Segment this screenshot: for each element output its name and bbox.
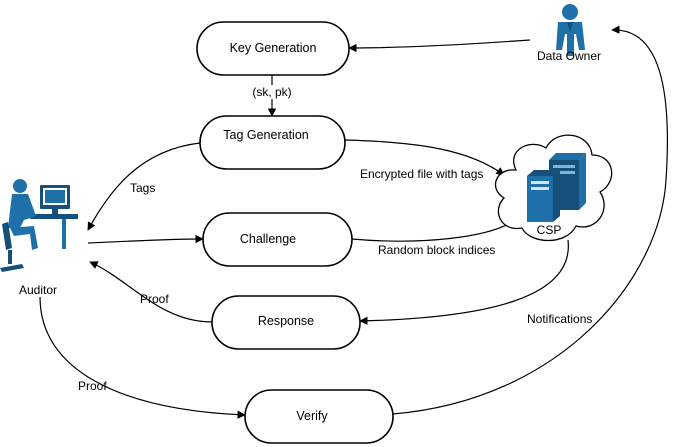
node-challenge-label: Challenge bbox=[240, 232, 296, 246]
edge-label-tags: Tags bbox=[130, 181, 155, 195]
node-key-generation: Key Generation bbox=[196, 21, 350, 76]
person-standing-icon bbox=[556, 4, 585, 56]
node-response-label: Response bbox=[258, 314, 314, 328]
node-verify-label: Verify bbox=[296, 409, 328, 423]
edge-owner-to-keygen bbox=[348, 39, 531, 53]
node-key-generation-label: Key Generation bbox=[230, 41, 317, 55]
edge-taggen-to-auditor bbox=[87, 142, 201, 231]
node-response: Response bbox=[211, 295, 361, 350]
node-challenge: Challenge bbox=[202, 212, 353, 267]
actor-csp-label: CSP bbox=[537, 223, 562, 237]
edge-taggen-to-csp bbox=[344, 139, 505, 176]
edge-label-proof-response: Proof bbox=[140, 292, 169, 306]
edge-auditor-to-challenge bbox=[87, 234, 204, 244]
edge-label-random-indices: Random block indices bbox=[378, 243, 495, 257]
edge-csp-to-response bbox=[359, 239, 569, 326]
edge-challenge-to-csp bbox=[351, 219, 516, 242]
edge-label-encrypted-file: Encrypted file with tags bbox=[360, 167, 483, 181]
cloud-server-icon bbox=[494, 134, 613, 241]
actor-data-owner-label: Data Owner bbox=[537, 49, 601, 63]
edge-label-keys: (sk, pk) bbox=[252, 85, 291, 99]
edge-verify-to-owner bbox=[392, 25, 668, 415]
edge-auditor-to-verify bbox=[39, 296, 246, 419]
node-tag-generation: Tag Generation bbox=[199, 115, 346, 170]
node-tag-generation-label: Tag Generation bbox=[223, 128, 309, 142]
node-verify: Verify bbox=[244, 389, 394, 444]
edge-label-proof-verify: Proof bbox=[78, 379, 107, 393]
actor-auditor-label: Auditor bbox=[19, 283, 57, 297]
person-at-computer-icon bbox=[0, 179, 78, 272]
edge-response-to-auditor bbox=[89, 261, 213, 323]
edge-label-notifications: Notifications bbox=[527, 312, 592, 326]
